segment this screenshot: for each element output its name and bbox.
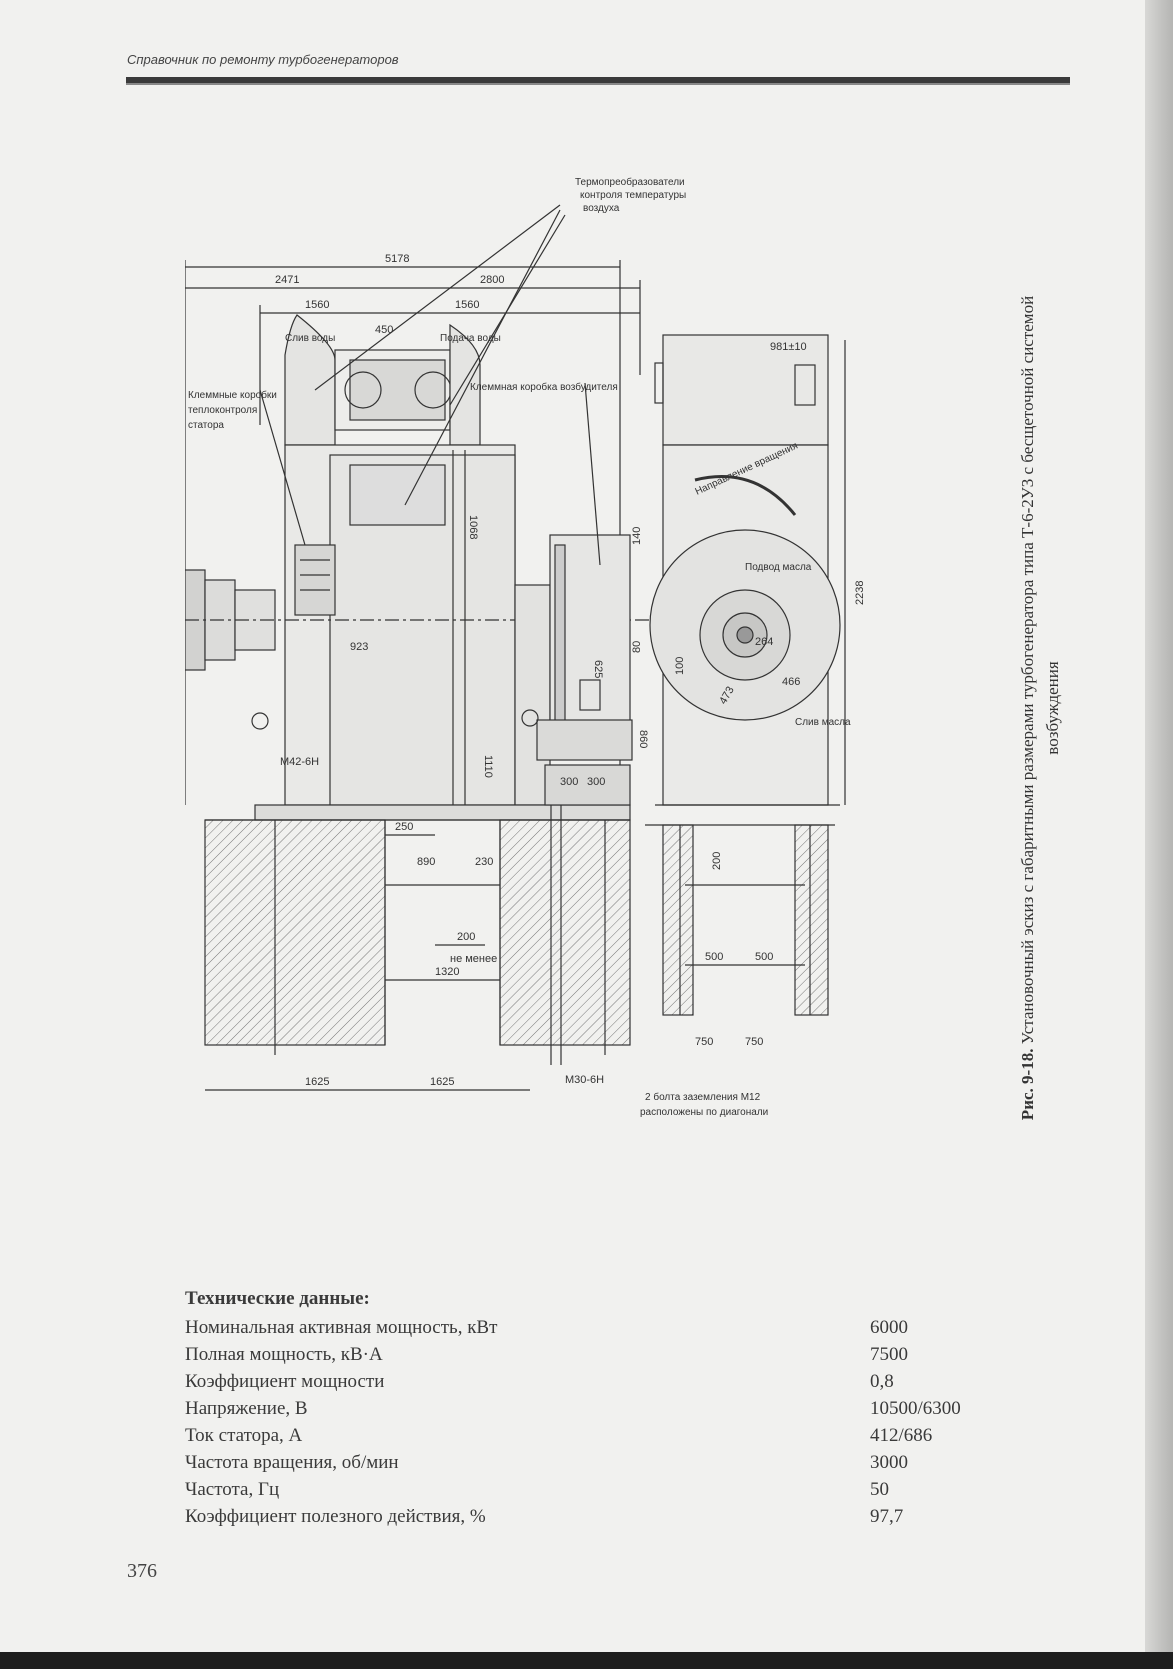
- dim-2238: 2238: [854, 581, 866, 605]
- dim-230: 230: [475, 856, 493, 868]
- dim-1068: 1068: [467, 515, 479, 539]
- dim-300-left: 300: [560, 776, 578, 788]
- dim-890: 890: [417, 856, 435, 868]
- tech-value: 3000: [870, 1452, 908, 1473]
- label-oil-out: Слив масла: [795, 717, 851, 728]
- dim-625: 625: [592, 660, 604, 678]
- label-term-box-1: Клеммные коробки: [188, 389, 277, 401]
- label-oil-in: Подвод масла: [745, 562, 812, 573]
- dim-1110: 1110: [482, 755, 494, 778]
- tech-label: Напряжение, В: [185, 1398, 308, 1419]
- dim-500-right: 500: [755, 951, 773, 963]
- dim-1625-right: 1625: [430, 1076, 454, 1088]
- running-header: Справочник по ремонту турбогенераторов: [127, 52, 399, 67]
- book-page: Справочник по ремонту турбогенераторов: [126, 52, 1090, 1582]
- dim-450: 450: [375, 324, 393, 336]
- dim-1560-left: 1560: [305, 299, 329, 311]
- label-thermo-1: Термопреобразователи: [575, 176, 685, 188]
- label-pins-1: 2 болта заземления М12: [645, 1091, 761, 1103]
- tech-label: Частота вращения, об/мин: [185, 1452, 399, 1473]
- dim-750-left: 750: [695, 1036, 713, 1048]
- dim-1320: 1320: [435, 966, 459, 978]
- dim-1625-left: 1625: [305, 1076, 329, 1088]
- thread-m30: М30-6Н: [565, 1074, 604, 1086]
- tech-value: 7500: [870, 1344, 908, 1365]
- scan-bottom-bar: [0, 1652, 1173, 1669]
- label-term-box-2: теплоконтроля: [188, 405, 257, 416]
- dim-5178: 5178: [385, 253, 409, 265]
- tech-row: Коэффициент мощности 0,8: [185, 1368, 1005, 1395]
- figure-caption: Рис. 9-18. Установочный эскиз с габаритн…: [1015, 248, 1065, 1168]
- label-not-less: не менее: [450, 953, 497, 965]
- dim-140: 140: [631, 527, 643, 545]
- page-number: 376: [127, 1560, 157, 1582]
- dim-466: 466: [782, 676, 800, 688]
- turbogenerator-drawing: 5178 2471 2800 1560 1560 450 1068 923 11…: [185, 176, 866, 1118]
- dim-100: 100: [674, 657, 686, 675]
- header-rule: [126, 77, 1070, 85]
- tech-label: Коэффициент полезного действия, %: [185, 1506, 486, 1527]
- tech-row: Номинальная активная мощность, кВт 6000: [185, 1314, 1005, 1341]
- thread-m42: М42-6Н: [280, 756, 319, 768]
- tech-value: 10500/6300: [870, 1398, 961, 1419]
- label-exciter-box: Клеммная коробка возбудителя: [470, 381, 618, 393]
- drawing-dimension-labels: 5178 2471 2800 1560 1560 450 1068 923 11…: [275, 253, 866, 1088]
- label-term-box-3: статора: [188, 420, 224, 431]
- figure-caption-area: Рис. 9-18. Установочный эскиз с габаритн…: [990, 248, 1090, 1168]
- dim-1560-right: 1560: [455, 299, 479, 311]
- tech-label: Полная мощность, кВ·А: [185, 1344, 383, 1365]
- technical-data: Технические данные: Номинальная активная…: [185, 1288, 1005, 1530]
- label-water-in: Подача воды: [440, 333, 501, 344]
- tech-row: Частота вращения, об/мин 3000: [185, 1449, 1005, 1476]
- technical-data-title: Технические данные:: [185, 1288, 370, 1309]
- tech-label: Номинальная активная мощность, кВт: [185, 1317, 498, 1338]
- label-water-out: Слив воды: [285, 333, 335, 344]
- label-thermo-3: воздуха: [583, 203, 620, 214]
- label-pins-2: расположены по диагонали: [640, 1107, 768, 1118]
- tech-value: 97,7: [870, 1506, 904, 1527]
- dim-500-left: 500: [705, 951, 723, 963]
- dim-923: 923: [350, 641, 368, 653]
- label-thermo-2: контроля температуры: [580, 190, 686, 201]
- dim-860: 860: [637, 730, 649, 748]
- dim-2800: 2800: [480, 274, 504, 286]
- tech-value: 50: [870, 1479, 889, 1500]
- tech-row: Ток статора, А 412/686: [185, 1422, 1005, 1449]
- drawing-lines: [185, 204, 846, 1091]
- dim-300-right: 300: [587, 776, 605, 788]
- tech-value: 0,8: [870, 1371, 894, 1392]
- dim-80: 80: [631, 641, 643, 653]
- tech-label: Ток статора, А: [185, 1425, 303, 1446]
- page-edge: [1145, 0, 1173, 1669]
- tech-row: Коэффициент полезного действия, % 97,7: [185, 1503, 1005, 1530]
- tech-row: Частота, Гц 50: [185, 1476, 1005, 1503]
- tech-label: Частота, Гц: [185, 1479, 280, 1500]
- figure-caption-number: Рис. 9-18.: [1018, 1048, 1037, 1121]
- dim-2471: 2471: [275, 274, 299, 286]
- dim-250: 250: [395, 821, 413, 833]
- tech-row: Полная мощность, кВ·А 7500: [185, 1341, 1005, 1368]
- tech-row: Напряжение, В 10500/6300: [185, 1395, 1005, 1422]
- figure-caption-text: Установочный эскиз с габаритными размера…: [1018, 295, 1062, 1045]
- dim-981: 981±10: [770, 341, 807, 353]
- dim-264: 264: [755, 636, 773, 648]
- dim-200: 200: [457, 931, 475, 943]
- tech-value: 412/686: [870, 1425, 933, 1446]
- dim-200-right: 200: [711, 852, 723, 870]
- tech-value: 6000: [870, 1317, 908, 1338]
- dim-750-right: 750: [745, 1036, 763, 1048]
- tech-label: Коэффициент мощности: [185, 1371, 385, 1392]
